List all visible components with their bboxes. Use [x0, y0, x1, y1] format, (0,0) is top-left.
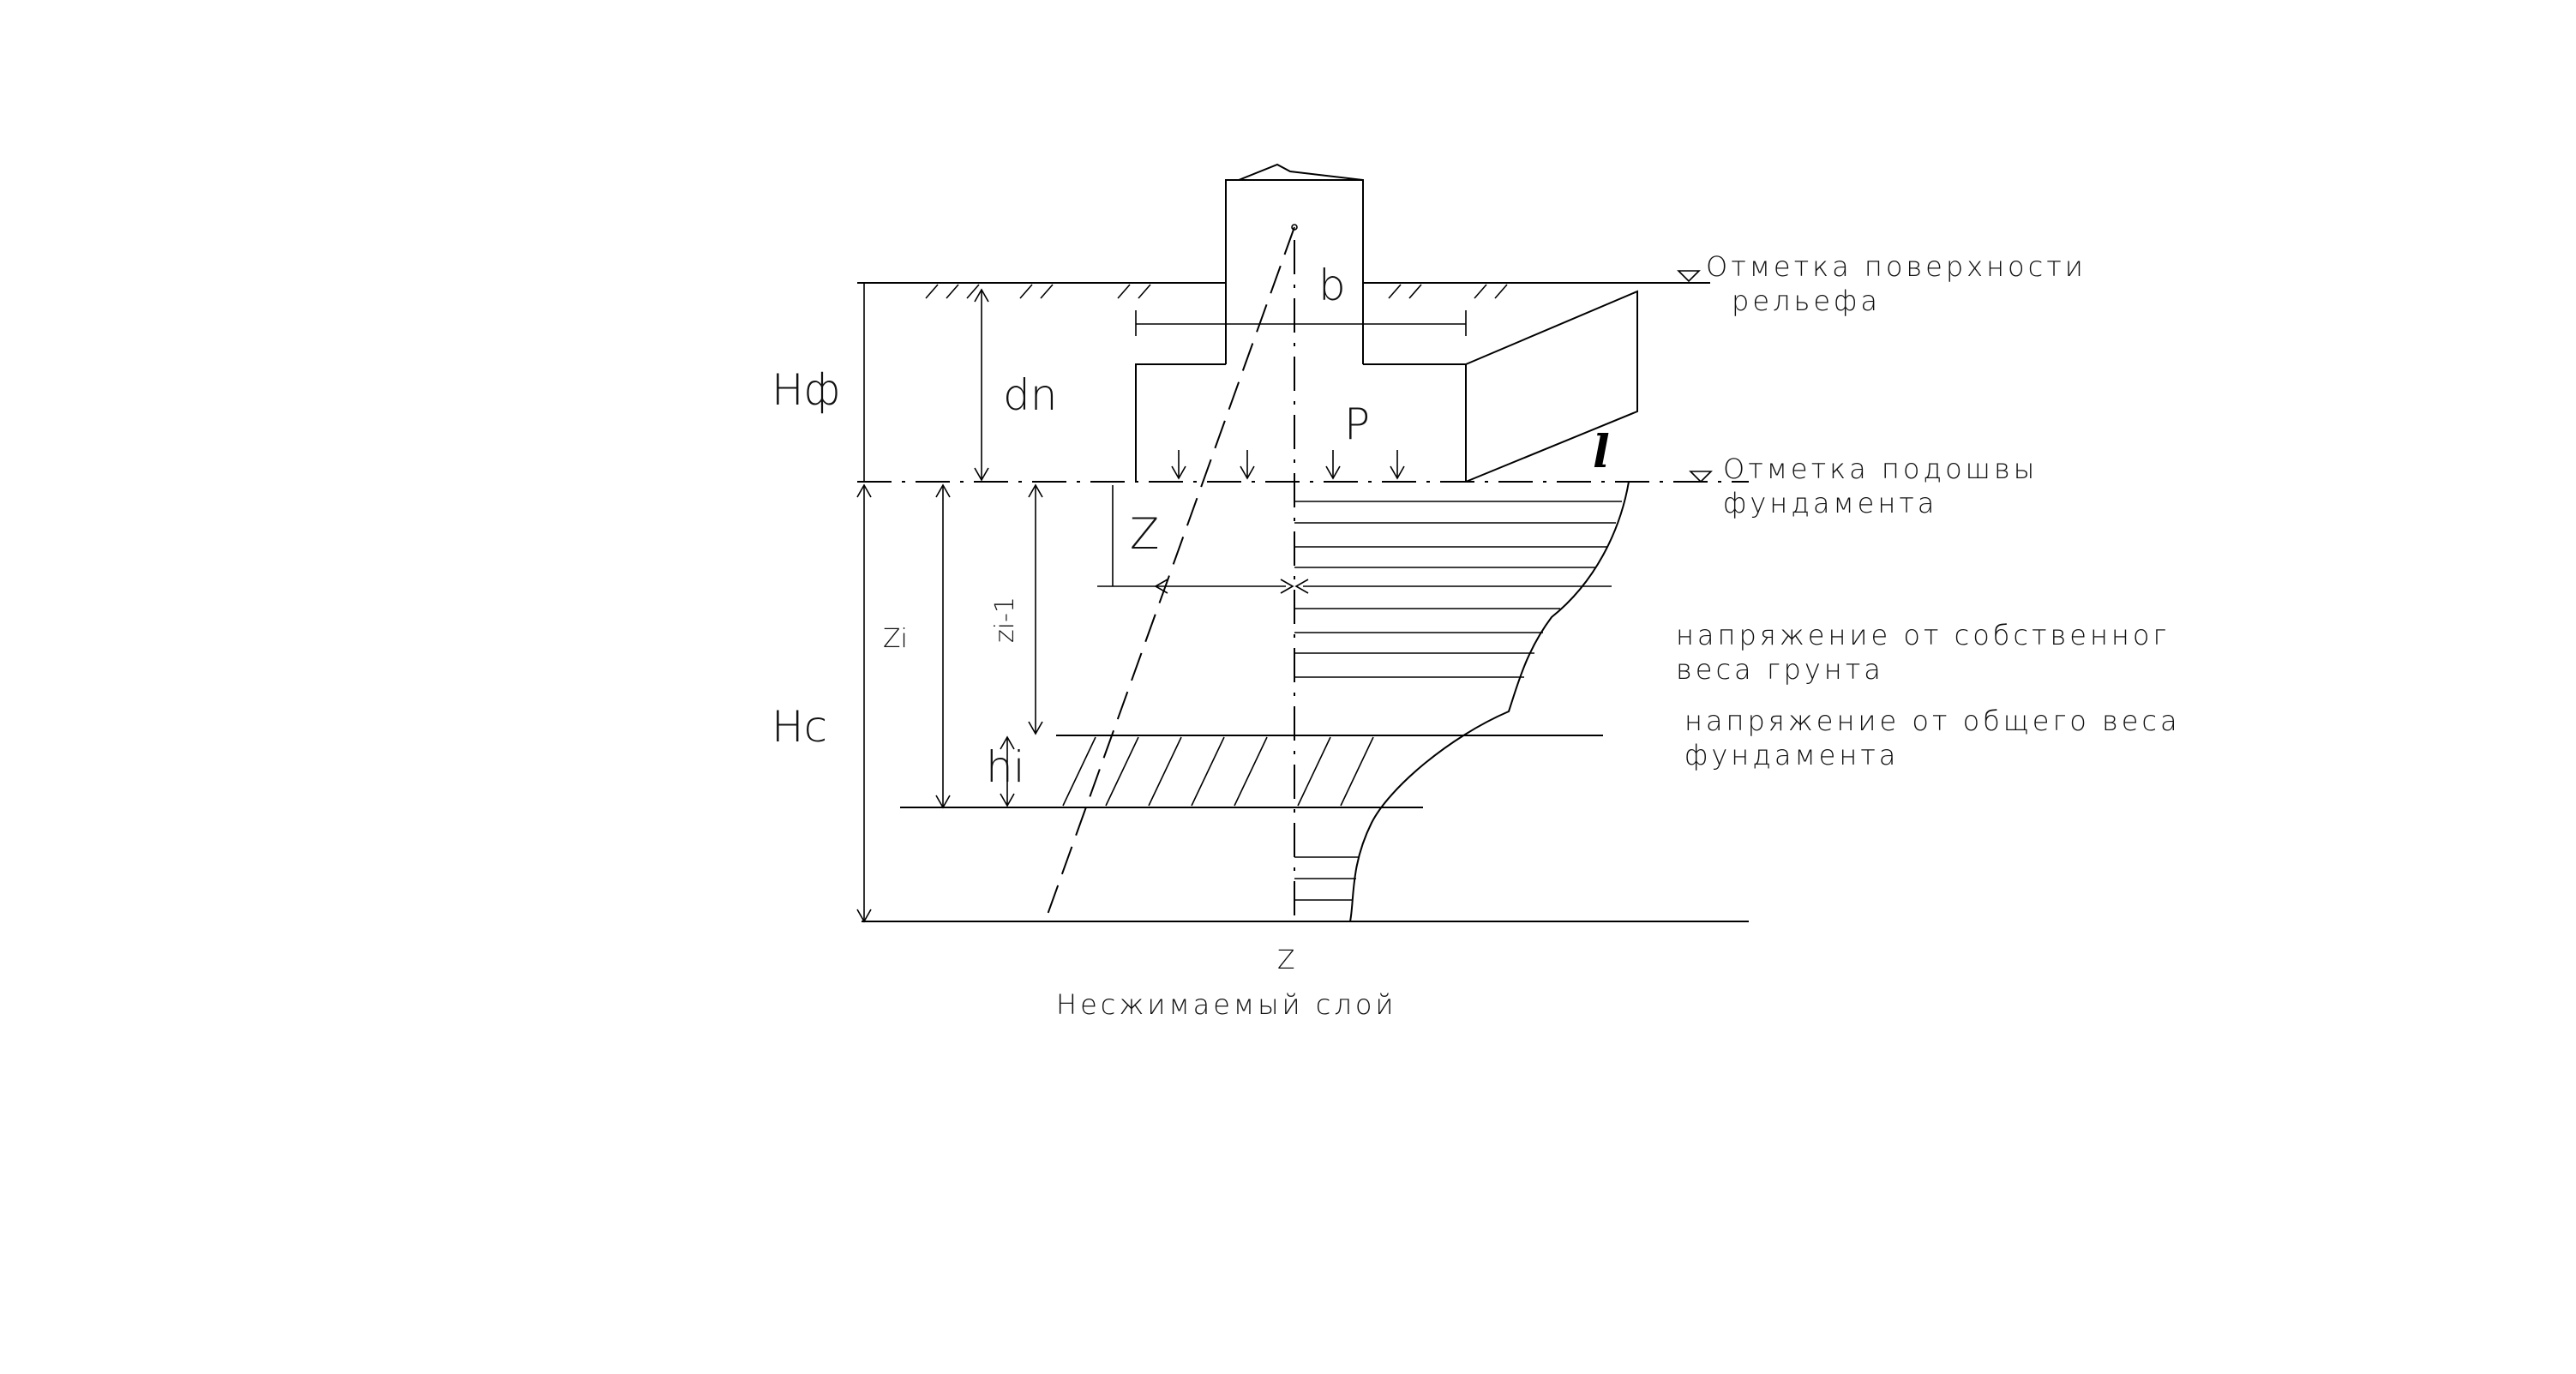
layer-i: [900, 735, 1603, 808]
note-incompressible-layer: Несжимаемый слой: [1056, 988, 1397, 1021]
level-marker-triangles: [1677, 270, 1713, 483]
dim-hi: [1000, 735, 1015, 807]
label-l: l: [1593, 426, 1610, 478]
note-base-mark-2: фундамента: [1723, 487, 1937, 519]
label-b: b: [1318, 261, 1346, 310]
label-z-axis: Z: [1277, 945, 1295, 975]
note-base-mark-1: Отметка подошвы: [1723, 453, 2038, 485]
dim-b: [1135, 310, 1467, 336]
stress-epure-curve: [1349, 481, 1630, 922]
note-total-weight-2: фундамента: [1684, 739, 1899, 771]
note-own-weight-2: веса грунта: [1676, 653, 1884, 686]
ground-surface: [857, 282, 1710, 299]
note-surface-mark-2: рельефа: [1732, 285, 1881, 317]
stress-epure-hatch: [1294, 501, 1622, 901]
label-dn: dn: [1003, 370, 1057, 420]
dim-zi: [935, 483, 951, 809]
note-total-weight-1: напряжение от общего веса: [1684, 705, 2181, 737]
column: [1225, 163, 1364, 364]
label-zi-1: zi-1: [990, 597, 1020, 643]
pressure-arrows: [1171, 450, 1405, 480]
note-own-weight-1: напряжение от собственног: [1676, 619, 2170, 651]
dim-dn: [974, 288, 989, 482]
label-hf: Hф: [772, 365, 840, 415]
label-zi: Zi: [883, 624, 908, 654]
dim-zi-1: [1028, 483, 1043, 735]
dim-z: [1097, 485, 1612, 594]
footing: [1135, 290, 1638, 483]
label-z: Z: [1130, 509, 1159, 559]
label-hc: Hc: [772, 702, 827, 752]
dim-hc: [856, 483, 872, 923]
label-hi: hi: [986, 742, 1025, 792]
label-p: P: [1344, 399, 1370, 449]
note-surface-mark-1: Отметка поверхности: [1706, 250, 2087, 283]
inclined-line: [1043, 226, 1295, 925]
